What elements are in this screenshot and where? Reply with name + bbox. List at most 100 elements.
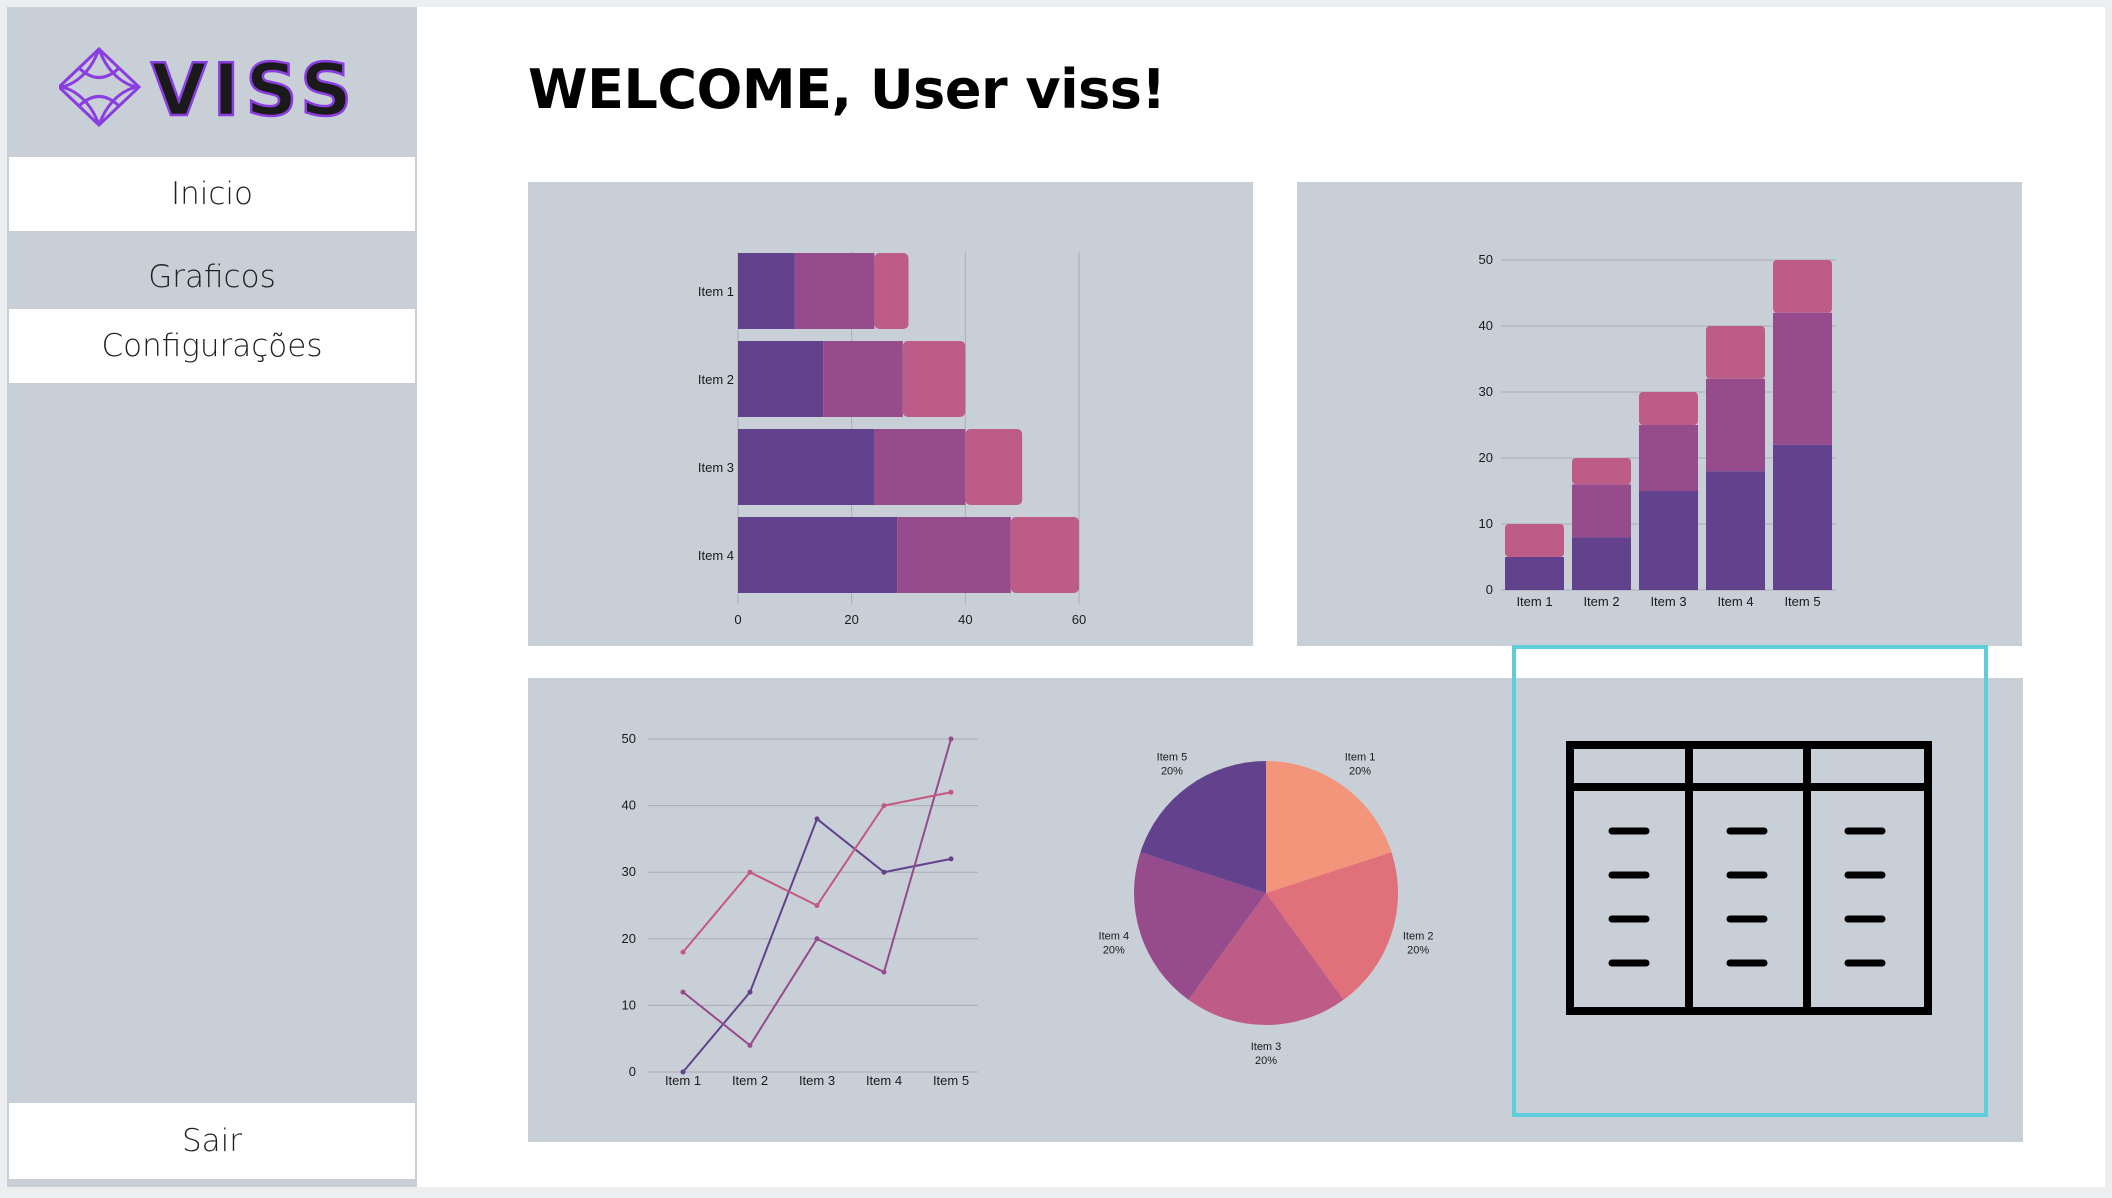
y-tick-label: Item 4 [698, 548, 734, 563]
selection-highlight [1512, 645, 1988, 1117]
y-tick-label: 30 [1479, 384, 1493, 399]
bar-segment [874, 253, 909, 329]
sidebar-item-inicio[interactable]: Inicio [9, 157, 415, 231]
y-tick-label: 50 [1479, 252, 1493, 267]
data-point [747, 989, 753, 995]
y-tick-label: 20 [1479, 450, 1493, 465]
bar-segment [1639, 491, 1698, 590]
slice-percent: 20% [1255, 1055, 1277, 1067]
bar-segment [965, 429, 1023, 505]
data-point [814, 816, 820, 822]
bar-segment [1706, 326, 1765, 379]
slice-label: Item 2 [1403, 930, 1434, 942]
y-tick-label: 20 [622, 931, 636, 946]
bar-segment [1773, 444, 1832, 590]
bar-segment [738, 253, 795, 329]
pie-chart: Item 120%Item 220%Item 320%Item 420%Item… [1099, 752, 1434, 1067]
pie-slice [1134, 852, 1266, 1000]
pie-slice [1266, 852, 1398, 1000]
x-tick-label: Item 5 [933, 1073, 969, 1088]
bar-segment [1773, 260, 1832, 313]
logout-button[interactable]: Sair [9, 1103, 415, 1179]
x-tick-label: 0 [734, 612, 741, 627]
data-point [948, 856, 954, 862]
bar-segment [1706, 471, 1765, 590]
x-tick-label: Item 4 [1717, 594, 1753, 609]
pie-slice [1140, 761, 1266, 893]
data-point [747, 1042, 753, 1048]
y-tick-label: 0 [629, 1064, 636, 1079]
sidebar: VISS Inicio Graficos Configurações Sair [7, 7, 417, 1187]
bar-segment [738, 341, 824, 417]
x-tick-label: Item 4 [866, 1073, 902, 1088]
x-tick-label: 20 [844, 612, 858, 627]
x-tick-label: Item 2 [732, 1073, 768, 1088]
table-icon[interactable] [1566, 741, 1936, 1031]
sidebar-item-graficos[interactable]: Graficos [9, 240, 415, 314]
pie-slice [1188, 893, 1344, 1025]
series-line [682, 738, 952, 1047]
bar-segment [794, 253, 875, 329]
logout-label: Sair [181, 1123, 243, 1159]
data-point [680, 989, 686, 995]
x-tick-label: Item 2 [1583, 594, 1619, 609]
y-tick-label: Item 2 [698, 372, 734, 387]
x-tick-label: Item 1 [665, 1073, 701, 1088]
data-point [814, 903, 820, 908]
sidebar-item-label: Graficos [148, 259, 276, 295]
sidebar-item-configuracoes[interactable]: Configurações [9, 309, 415, 383]
bar-segment [738, 517, 898, 593]
bar-segment [823, 341, 903, 417]
data-point [814, 936, 820, 942]
brand-wordmark: VISS [151, 48, 349, 132]
slice-percent: 20% [1349, 766, 1371, 778]
data-point [881, 803, 887, 809]
slice-label: Item 5 [1157, 752, 1188, 764]
series-line [682, 817, 952, 1073]
slice-label: Item 3 [1251, 1041, 1282, 1053]
bar-segment [1639, 392, 1698, 425]
data-point [881, 969, 887, 975]
x-tick-label: Item 5 [1784, 594, 1820, 609]
x-tick-label: Item 3 [1650, 594, 1686, 609]
bar-segment [1505, 557, 1564, 590]
x-tick-label: Item 1 [1516, 594, 1552, 609]
bar-segment [1572, 537, 1631, 590]
bar-segment [1572, 484, 1631, 538]
x-tick-label: 40 [958, 612, 972, 627]
slice-percent: 20% [1161, 766, 1183, 778]
sidebar-item-label: Configurações [101, 328, 323, 364]
logo-diamond-icon [59, 46, 142, 128]
x-tick-label: Item 3 [799, 1073, 835, 1088]
bar-segment [1773, 312, 1832, 445]
viss-logo: VISS [59, 46, 349, 133]
data-point [881, 869, 887, 875]
data-point [948, 789, 954, 795]
y-tick-label: 40 [1479, 318, 1493, 333]
bar-segment [897, 517, 1011, 593]
bar-segment [1706, 378, 1765, 472]
y-tick-label: 30 [622, 864, 636, 879]
bar-segment [874, 429, 966, 505]
data-point [680, 949, 686, 955]
y-tick-label: 40 [622, 798, 636, 813]
y-tick-label: 10 [622, 997, 636, 1012]
y-tick-label: 0 [1486, 582, 1493, 597]
y-tick-label: Item 3 [698, 460, 734, 475]
slice-percent: 20% [1407, 944, 1429, 956]
bar-segment [1505, 524, 1564, 557]
slice-percent: 20% [1103, 944, 1125, 956]
y-tick-label: Item 1 [698, 284, 734, 299]
data-point [948, 736, 954, 742]
bar-segment [738, 429, 875, 505]
sidebar-item-label: Inicio [170, 176, 254, 212]
bar-segment [1572, 458, 1631, 485]
bar-segment [902, 341, 966, 417]
slice-label: Item 1 [1345, 752, 1376, 764]
